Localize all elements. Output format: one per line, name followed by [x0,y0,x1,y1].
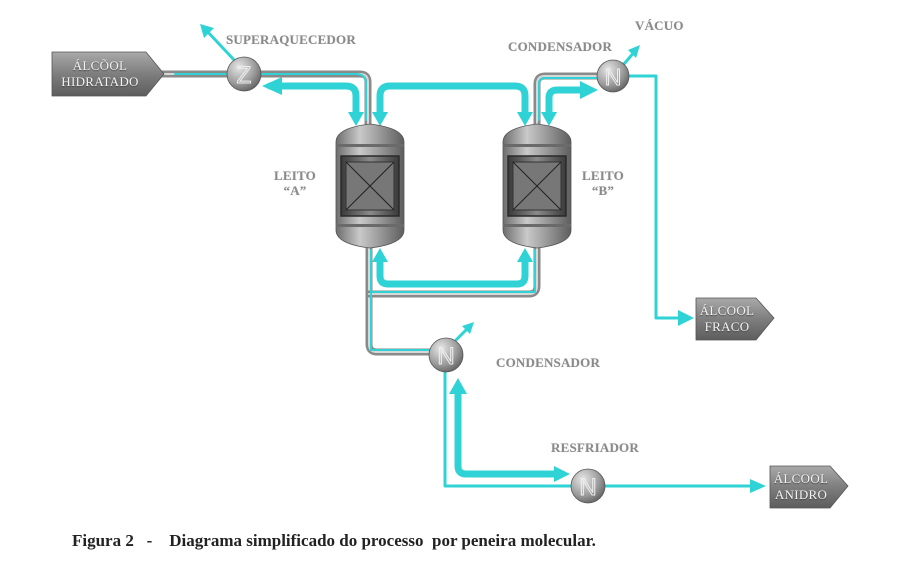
label-bed-a-line1: LEITO [274,168,316,183]
label-bed-b-line2: “B” [591,183,615,198]
label-cooler: RESFRIADOR [551,440,639,455]
flow-lines [174,28,760,488]
flow-superheater-vent [204,28,238,64]
pipe-input-to-bed-a [156,70,372,128]
figure-caption: Figura 2 - Diagrama simplificado do proc… [72,531,596,551]
bed-a-vessel [335,123,405,249]
superheater-glyph: Z [237,62,252,89]
input-tag-hydrated-alcohol [51,51,165,97]
label-bed-a: LEITO “A” [273,168,317,198]
anhydrous-output-tag-text: ÁLCOOL ANIDRO [770,471,832,503]
cooler-exchanger: N [570,468,606,504]
output-tag-weak-alcohol [695,297,775,341]
condenser-bottom-glyph: N [437,343,454,370]
label-bed-b: LEITO “B” [581,168,625,198]
flow-condenser-to-cooler [443,368,577,488]
bed-b-vessel [502,123,572,249]
input-tag-line1: ÁLCÕOL [72,58,128,73]
label-condenser-top: CONDENSADOR [508,39,613,54]
anhydrous-output-line1: ÁLCOOL [773,471,829,486]
cooler-glyph: N [579,474,596,501]
anhydrous-output-line2: ANIDRO [774,487,828,502]
condenser-top-exchanger: N [596,59,630,93]
weak-output-tag-text: ÁLCOOL FRACO [696,303,758,335]
superheater-exchanger: Z [226,56,262,92]
flow-regeneration-a [266,82,360,116]
weak-output-line2: FRACO [704,319,750,334]
flow-bed-b-to-condenser [545,86,592,116]
label-bed-a-line2: “A” [283,183,307,198]
weak-output-line1: ÁLCOOL [699,303,755,318]
input-tag-text: ÁLCÕOL HIDRATADO [52,58,148,90]
output-tag-anhydrous-alcohol [769,465,849,509]
label-superheater: SUPERAQUECEDOR [226,32,356,47]
condenser-bottom-exchanger: N [428,337,464,373]
flow-crossover-top [376,82,529,116]
flow-to-weak-alcohol [624,74,690,320]
flow-crossover-bottom [376,258,529,288]
caption-text: Diagrama simplificado do processo por pe… [169,531,596,550]
label-condenser-bottom: CONDENSADOR [496,355,601,370]
caption-number: Figura 2 [72,531,134,550]
label-vacuum: VÁCUO [635,18,684,33]
input-tag-line2: HIDRATADO [61,74,139,89]
caption-separator: - [146,531,153,550]
flow-cooler-return [454,388,564,478]
label-bed-b-line1: LEITO [582,168,624,183]
flow-arrowheads [200,24,766,493]
condenser-top-glyph: N [605,64,622,90]
